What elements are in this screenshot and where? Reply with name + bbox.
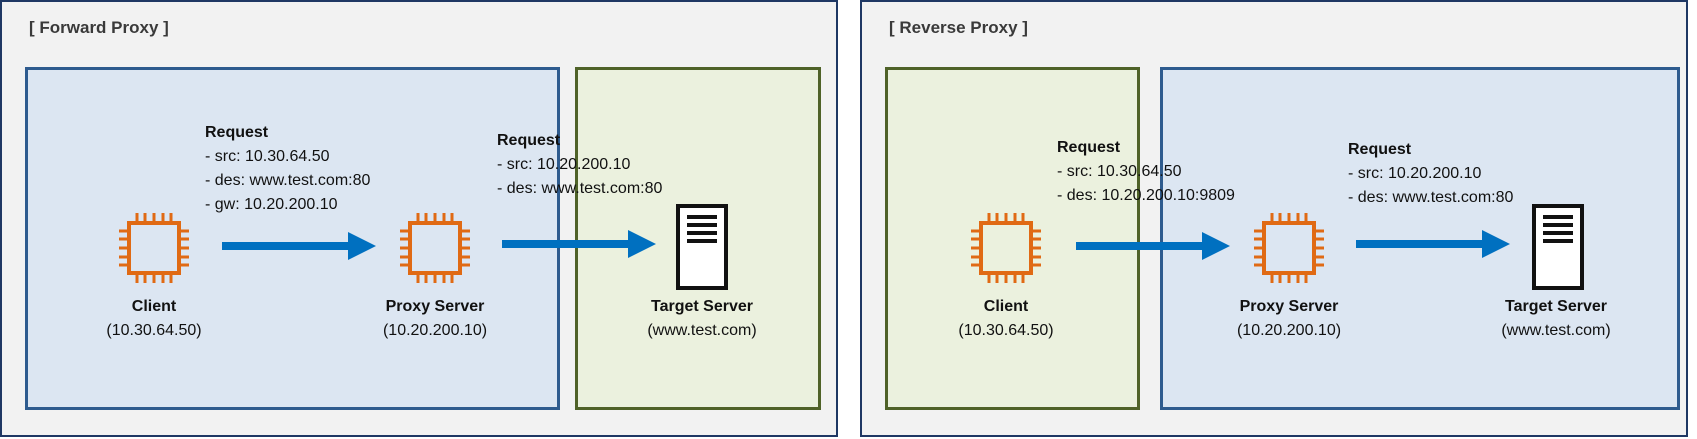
target-server-label: Target Server (www.test.com): [1501, 295, 1610, 343]
server-network-zone: [1160, 67, 1680, 410]
forward-proxy-panel: [ Forward Proxy ] Request - src: 10.30.6…: [0, 0, 838, 437]
node-address: (www.test.com): [1501, 322, 1611, 339]
node-address: (10.30.64.50): [958, 322, 1054, 339]
request-title: Request: [205, 124, 269, 141]
request-arrow: [222, 232, 376, 260]
request-arrow: [502, 230, 656, 258]
target-server-label: Target Server (www.test.com): [647, 295, 756, 343]
node-address: (10.20.200.10): [1236, 322, 1342, 339]
request-src: - src: 10.20.200.10: [497, 156, 631, 173]
chip-icon: [400, 213, 470, 283]
node-name: Proxy Server: [385, 298, 485, 315]
node-address: (www.test.com): [647, 322, 757, 339]
request-gw: - gw: 10.20.200.10: [205, 196, 338, 213]
client-label: Client (10.30.64.50): [958, 295, 1053, 343]
request-src: - src: 10.20.200.10: [1348, 165, 1482, 182]
proxy-server-label: Proxy Server (10.20.200.10): [1237, 295, 1341, 343]
request-note: Request - src: 10.30.64.50 - des: www.te…: [205, 121, 370, 217]
client-label: Client (10.30.64.50): [106, 295, 201, 343]
panel-title: [ Forward Proxy ]: [29, 18, 169, 37]
client-network-zone: [25, 67, 560, 410]
node-address: (10.30.64.50): [106, 322, 202, 339]
request-des: - des: 10.20.200.10:9809: [1057, 187, 1235, 204]
node-address: (10.20.200.10): [382, 322, 488, 339]
reverse-proxy-panel: [ Reverse Proxy ] Request - src: 10.30.6…: [860, 0, 1688, 437]
client-network-zone: [885, 67, 1140, 410]
request-src: - src: 10.30.64.50: [1057, 163, 1182, 180]
request-des: - des: www.test.com:80: [205, 172, 371, 189]
proxy-server-label: Proxy Server (10.20.200.10): [383, 295, 487, 343]
request-note: Request - src: 10.30.64.50 - des: 10.20.…: [1057, 136, 1235, 208]
node-name: Client: [131, 298, 177, 315]
request-arrow: [1356, 230, 1510, 258]
node-name: Proxy Server: [1239, 298, 1339, 315]
node-name: Client: [983, 298, 1029, 315]
request-des: - des: www.test.com:80: [1348, 189, 1514, 206]
server-icon: [1532, 204, 1584, 290]
request-arrow: [1076, 232, 1230, 260]
chip-icon: [1254, 213, 1324, 283]
chip-icon: [119, 213, 189, 283]
chip-icon: [971, 213, 1041, 283]
server-icon: [676, 204, 728, 290]
request-src: - src: 10.30.64.50: [205, 148, 330, 165]
request-title: Request: [1057, 139, 1121, 156]
request-title: Request: [1348, 141, 1412, 158]
panel-title: [ Reverse Proxy ]: [889, 18, 1028, 37]
request-note: Request - src: 10.20.200.10 - des: www.t…: [497, 129, 662, 201]
node-name: Target Server: [1505, 298, 1607, 315]
request-note: Request - src: 10.20.200.10 - des: www.t…: [1348, 138, 1513, 210]
request-title: Request: [497, 132, 561, 149]
request-des: - des: www.test.com:80: [497, 180, 663, 197]
node-name: Target Server: [651, 298, 753, 315]
